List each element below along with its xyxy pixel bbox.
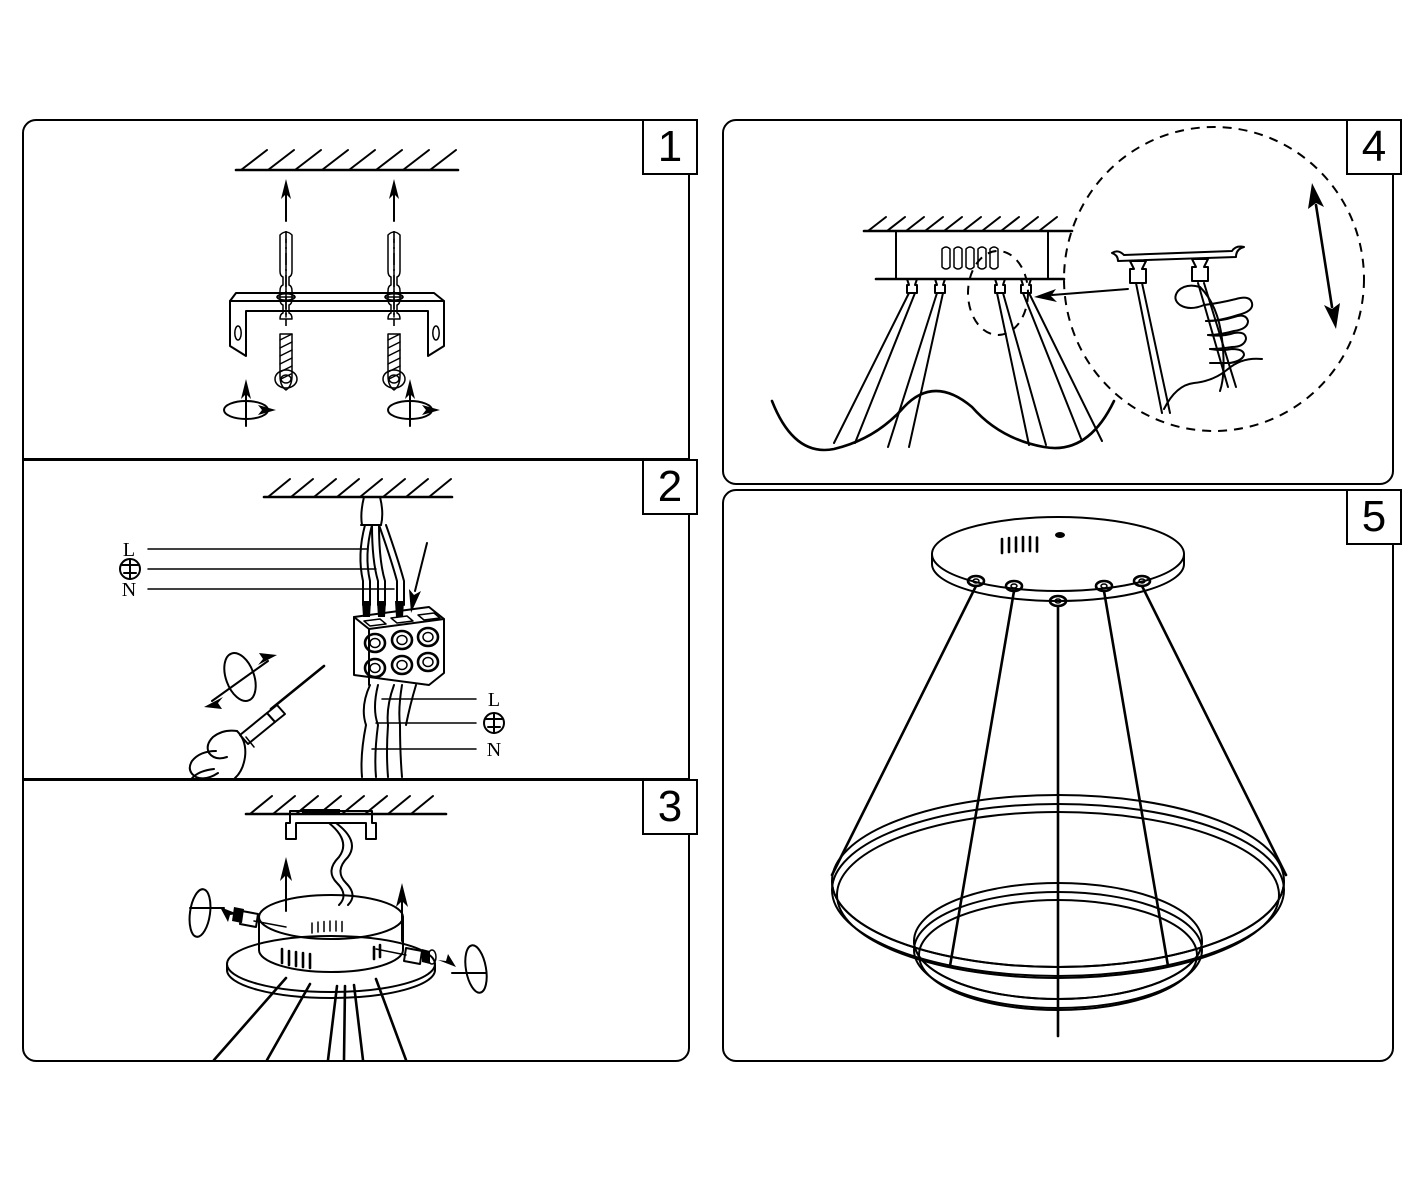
step-number-5: 5 <box>1361 492 1387 541</box>
canopy <box>931 516 1185 602</box>
step-4-illustration <box>724 121 1392 483</box>
cut-line <box>770 389 1116 452</box>
step-1-illustration <box>24 121 688 458</box>
screwdriver-rotation-arrow <box>204 652 277 709</box>
step-badge-4: 4 <box>1346 119 1402 175</box>
screw-left <box>274 333 298 391</box>
label-N-top: N <box>122 579 136 601</box>
step-badge-1: 1 <box>642 119 698 175</box>
canopy-lift-arrow-right <box>396 883 408 942</box>
ground-symbol-bottom <box>483 712 505 734</box>
terminal-screw-holes <box>363 626 440 679</box>
mounting-bracket <box>229 292 445 357</box>
step-panel-4: 4 <box>722 119 1402 485</box>
step-badge-2: 2 <box>642 459 698 515</box>
detail-callout-arrow <box>1034 288 1129 302</box>
outer-led-ring <box>831 794 1285 979</box>
wall-anchor-left <box>279 231 293 320</box>
screw-right <box>382 333 406 391</box>
bottom-wire-labels: L N <box>371 689 505 761</box>
canopy-vent-slots-lower <box>280 943 382 970</box>
wire-insert-arrow <box>409 542 428 613</box>
cable-grippers <box>906 278 1032 294</box>
wall-anchor-right <box>387 231 401 320</box>
canopy-vent-slots-upper <box>311 920 343 934</box>
step-badge-5: 5 <box>1346 489 1402 545</box>
suspension-cables <box>212 976 408 1060</box>
step-number-2: 2 <box>657 462 683 511</box>
step-5-illustration <box>724 491 1392 1060</box>
step-panel-2: L N <box>22 459 698 780</box>
canopy <box>226 894 436 999</box>
screw-rotation-arrow-right <box>387 379 440 427</box>
detail-circle <box>1063 126 1365 432</box>
step-3-illustration <box>24 781 688 1060</box>
step-panel-3: 3 <box>22 779 698 1062</box>
canopy-screw-right <box>375 944 488 994</box>
step-number-4: 4 <box>1361 122 1387 171</box>
suspension-cables <box>830 584 1288 1038</box>
step-number-1: 1 <box>657 122 683 171</box>
step-number-3: 3 <box>657 782 683 831</box>
step-panel-5: 5 <box>722 489 1402 1062</box>
terminal-block <box>353 606 445 686</box>
top-wire-labels: L N <box>119 539 395 601</box>
screw-rotation-arrow-left <box>223 379 276 427</box>
mains-conductor-N <box>378 524 405 617</box>
step-2-illustration: L N <box>24 461 688 778</box>
ground-symbol-top <box>119 558 141 580</box>
terminal-top-slots <box>363 612 441 627</box>
step-panel-1: 1 <box>22 119 698 460</box>
label-N-bottom: N <box>487 739 501 761</box>
ceiling-symbol <box>262 478 454 499</box>
hand <box>188 729 247 778</box>
ceiling-symbol <box>234 149 460 172</box>
canopy-lift-arrow-left <box>280 857 292 912</box>
ceiling-symbol <box>862 216 1074 233</box>
step-badge-3: 3 <box>642 779 698 835</box>
label-L-top: L <box>123 539 135 561</box>
inner-led-ring <box>913 882 1203 1011</box>
canopy-vent-slots <box>1000 535 1039 555</box>
canopy-screw-left <box>188 888 287 938</box>
label-L-bottom: L <box>488 689 500 711</box>
detail-highlight-ellipse <box>967 250 1029 336</box>
suspension-cables <box>833 292 1103 448</box>
lamp-wire <box>328 822 354 906</box>
canopy-vent-slots <box>941 246 999 270</box>
mounting-bracket <box>285 809 377 840</box>
mains-conductor-L <box>359 524 373 617</box>
mains-cable <box>360 496 384 526</box>
screwdriver <box>239 664 326 748</box>
canopy <box>874 230 1066 281</box>
